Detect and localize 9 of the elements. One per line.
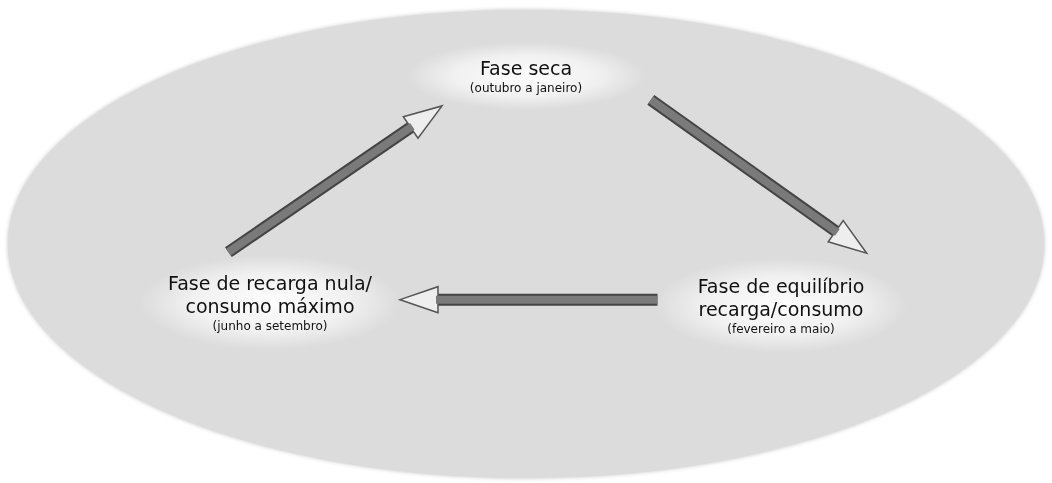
phase-title: Fase seca [479, 56, 573, 80]
phase-months: (junho a setembro) [212, 319, 328, 334]
phase-title: Fase de equilíbrio recarga/consumo [696, 274, 866, 321]
phase-title: Fase de recarga nula/ consumo máximo [166, 271, 373, 318]
arrow [647, 94, 868, 254]
arrow [399, 285, 658, 314]
phase-months: (outubro a janeiro) [469, 81, 583, 96]
arrow [225, 105, 443, 258]
phase-months: (fevereiro a maio) [727, 322, 835, 337]
